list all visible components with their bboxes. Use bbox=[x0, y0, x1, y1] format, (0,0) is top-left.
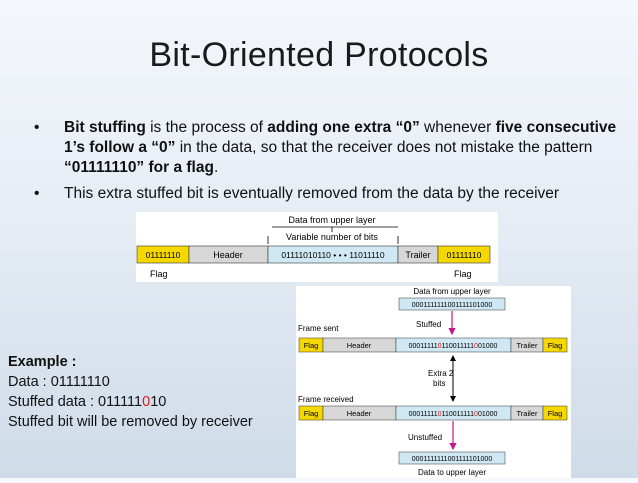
recv-trailer-label: Trailer bbox=[517, 409, 538, 418]
recv-flag-right-label: Flag bbox=[548, 409, 563, 418]
unstuffed-label: Unstuffed bbox=[408, 433, 442, 442]
stuffed-label: Stuffed bbox=[416, 320, 441, 329]
flag-label-right: Flag bbox=[454, 269, 472, 279]
flag-right-bits: 01111110 bbox=[447, 250, 482, 260]
sent-data-bits: 000111110110011111001000 bbox=[409, 343, 498, 350]
top-upper-label: Data from upper layer bbox=[413, 287, 491, 296]
stuffed-prefix: Stuffed data : 011111 bbox=[8, 394, 143, 410]
bullet-dot: • bbox=[34, 185, 40, 202]
bold-phrase: adding one extra “0” bbox=[267, 119, 420, 136]
bit-stuffing-diagram: Data from upper layer 000111111100111110… bbox=[296, 286, 571, 478]
sent-flag-right-label: Flag bbox=[548, 341, 563, 350]
upper-layer-label: Data from upper layer bbox=[288, 215, 375, 225]
sent-flag-right bbox=[542, 337, 568, 353]
flag-left-bits: 01111110 bbox=[146, 250, 181, 260]
example-block: Example : Data : 01111110 Stuffed data :… bbox=[8, 352, 253, 432]
bottom-data-box bbox=[398, 451, 506, 465]
sent-trailer-label: Trailer bbox=[517, 341, 538, 350]
frame-received-label: Frame received bbox=[298, 395, 354, 404]
bottom-upper-label: Data to upper layer bbox=[418, 468, 486, 477]
trailer-label: Trailer bbox=[405, 250, 430, 260]
data-bits: 01111010110 • • • 11011110 bbox=[281, 250, 384, 260]
frame-sent-label: Frame sent bbox=[298, 324, 339, 333]
flag-label-left: Flag bbox=[150, 269, 168, 279]
slide-title: Bit-Oriented Protocols bbox=[149, 36, 489, 74]
recv-data-bits: 000111110110011111001000 bbox=[409, 411, 498, 418]
bullet-text: This extra stuffed bit is eventually rem… bbox=[64, 185, 560, 202]
recv-flag-right bbox=[542, 405, 568, 421]
extra-bits-label-2: bits bbox=[433, 379, 445, 388]
bullet-text: is the process of bbox=[145, 119, 268, 136]
flag-right-box bbox=[437, 245, 491, 264]
bullet-list: • Bit stuffing is the process of adding … bbox=[34, 118, 624, 210]
stuffed-suffix: 10 bbox=[150, 394, 167, 410]
bullet-text: whenever bbox=[419, 119, 496, 136]
extra-bits-label-1: Extra 2 bbox=[428, 369, 454, 378]
bullet-item: • Bit stuffing is the process of adding … bbox=[34, 118, 624, 178]
sent-header-label: Header bbox=[347, 341, 372, 350]
example-data-line: Data : 01111110 bbox=[8, 374, 110, 390]
header-label: Header bbox=[213, 250, 243, 260]
stuffed-bit: 0 bbox=[142, 394, 151, 410]
bottom-data-bits: 0001111111001111101000 bbox=[412, 456, 493, 463]
bold-phrase: five consecutive 1’s follow a “0” bbox=[64, 119, 617, 156]
example-note: Stuffed bit will be removed by receiver bbox=[8, 414, 253, 430]
frame-format-diagram: Data from upper layer Variable number of… bbox=[136, 212, 498, 282]
bit-stuffing-term: Bit stuffing bbox=[64, 119, 146, 136]
example-stuffed-line: Stuffed data : 011111010 bbox=[8, 392, 253, 412]
bullet-text: in the data, so that the receiver does n… bbox=[175, 139, 593, 156]
top-data-box bbox=[398, 297, 506, 311]
bullet-dot: • bbox=[34, 119, 40, 136]
recv-header-label: Header bbox=[347, 409, 372, 418]
sent-flag-left-label: Flag bbox=[304, 341, 319, 350]
bold-phrase: “01111110” for a flag bbox=[64, 159, 214, 176]
bullet-item: • This extra stuffed bit is eventually r… bbox=[34, 184, 624, 204]
recv-flag-left-label: Flag bbox=[304, 409, 319, 418]
bullet-text: . bbox=[213, 159, 219, 176]
example-heading: Example : bbox=[8, 354, 77, 370]
variable-bits-label: Variable number of bits bbox=[286, 232, 378, 242]
top-data-bits: 0001111111001111101000 bbox=[412, 302, 493, 309]
